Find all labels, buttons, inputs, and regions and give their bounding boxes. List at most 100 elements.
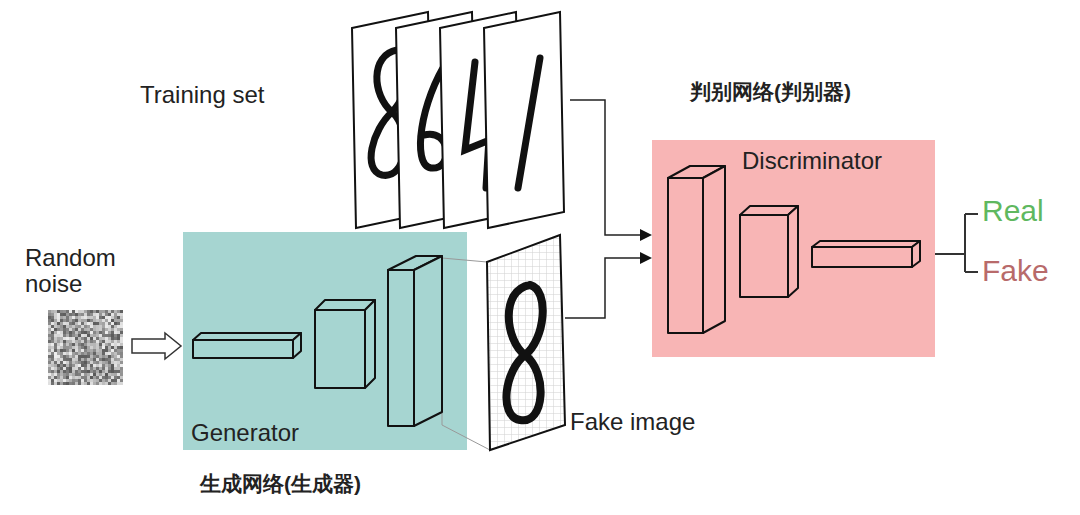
noise-pixel	[108, 379, 111, 382]
noise-pixel	[114, 346, 117, 349]
noise-pixel	[69, 316, 72, 319]
noise-pixel	[117, 358, 120, 361]
noise-pixel	[120, 319, 123, 322]
noise-pixel	[87, 352, 90, 355]
noise-pixel	[102, 349, 105, 352]
noise-pixel	[102, 325, 105, 328]
noise-pixel	[96, 343, 99, 346]
noise-pixel	[108, 313, 111, 316]
noise-pixel	[84, 349, 87, 352]
noise-pixel	[96, 364, 99, 367]
noise-pixel	[51, 376, 54, 379]
noise-pixel	[72, 382, 75, 385]
noise-pixel	[114, 358, 117, 361]
noise-pixel	[84, 370, 87, 373]
noise-pixel	[60, 367, 63, 370]
noise-pixel	[48, 349, 51, 352]
noise-pixel	[105, 334, 108, 337]
noise-pixel	[90, 367, 93, 370]
noise-pixel	[66, 358, 69, 361]
noise-pixel	[48, 310, 51, 313]
noise-pixel	[57, 316, 60, 319]
layer-block	[193, 340, 293, 358]
noise-pixel	[72, 361, 75, 364]
handwritten-digit	[518, 58, 540, 188]
noise-pixel	[114, 340, 117, 343]
noise-pixel	[93, 319, 96, 322]
noise-pixel	[66, 367, 69, 370]
noise-pixel	[66, 364, 69, 367]
noise-pixel	[60, 364, 63, 367]
noise-pixel	[117, 313, 120, 316]
noise-pixel	[87, 382, 90, 385]
noise-pixel	[105, 367, 108, 370]
noise-pixel	[51, 343, 54, 346]
noise-pixel	[120, 379, 123, 382]
noise-pixel	[93, 364, 96, 367]
noise-pixel	[84, 313, 87, 316]
noise-pixel	[66, 376, 69, 379]
noise-pixel	[75, 337, 78, 340]
generated-digit	[506, 285, 542, 420]
noise-pixel	[84, 319, 87, 322]
noise-pixel	[111, 328, 114, 331]
noise-pixel	[51, 364, 54, 367]
noise-pixel	[57, 322, 60, 325]
noise-pixel	[69, 331, 72, 334]
noise-pixel	[102, 343, 105, 346]
noise-pixel	[69, 382, 72, 385]
noise-pixel	[63, 367, 66, 370]
noise-pixel	[87, 355, 90, 358]
noise-pixel	[72, 370, 75, 373]
noise-pixel	[114, 376, 117, 379]
noise-pixel	[57, 325, 60, 328]
noise-pixel	[120, 382, 123, 385]
noise-pixel	[120, 373, 123, 376]
noise-pixel	[57, 358, 60, 361]
noise-pixel	[75, 343, 78, 346]
noise-pixel	[120, 343, 123, 346]
noise-pixel	[72, 343, 75, 346]
noise-pixel	[57, 361, 60, 364]
noise-pixel	[54, 334, 57, 337]
noise-pixel	[90, 319, 93, 322]
noise-pixel	[81, 319, 84, 322]
noise-pixel	[111, 334, 114, 337]
noise-pixel	[72, 355, 75, 358]
noise-pixel	[57, 313, 60, 316]
noise-pixel	[51, 382, 54, 385]
noise-pixel	[96, 334, 99, 337]
noise-pixel	[102, 322, 105, 325]
noise-pixel	[69, 361, 72, 364]
noise-pixel	[93, 352, 96, 355]
noise-pixel	[96, 370, 99, 373]
noise-pixel	[99, 373, 102, 376]
noise-pixel	[75, 376, 78, 379]
noise-pixel	[48, 367, 51, 370]
noise-pixel	[54, 331, 57, 334]
noise-pixel	[51, 355, 54, 358]
noise-pixel	[108, 370, 111, 373]
noise-pixel	[78, 361, 81, 364]
noise-pixel	[57, 382, 60, 385]
noise-pixel	[63, 322, 66, 325]
noise-pixel	[60, 340, 63, 343]
noise-pixel	[60, 325, 63, 328]
noise-pixel	[69, 358, 72, 361]
noise-pixel	[63, 313, 66, 316]
noise-pixel	[90, 331, 93, 334]
noise-pixel	[87, 373, 90, 376]
noise-pixel	[108, 340, 111, 343]
noise-pixel	[96, 337, 99, 340]
noise-pixel	[84, 346, 87, 349]
noise-pixel	[102, 331, 105, 334]
noise-pixel	[75, 373, 78, 376]
noise-pixel	[81, 337, 84, 340]
noise-pixel	[69, 340, 72, 343]
noise-pixel	[105, 382, 108, 385]
noise-pixel	[96, 358, 99, 361]
noise-pixel	[75, 358, 78, 361]
noise-pixel	[120, 334, 123, 337]
noise-pixel	[117, 331, 120, 334]
noise-pixel	[75, 310, 78, 313]
